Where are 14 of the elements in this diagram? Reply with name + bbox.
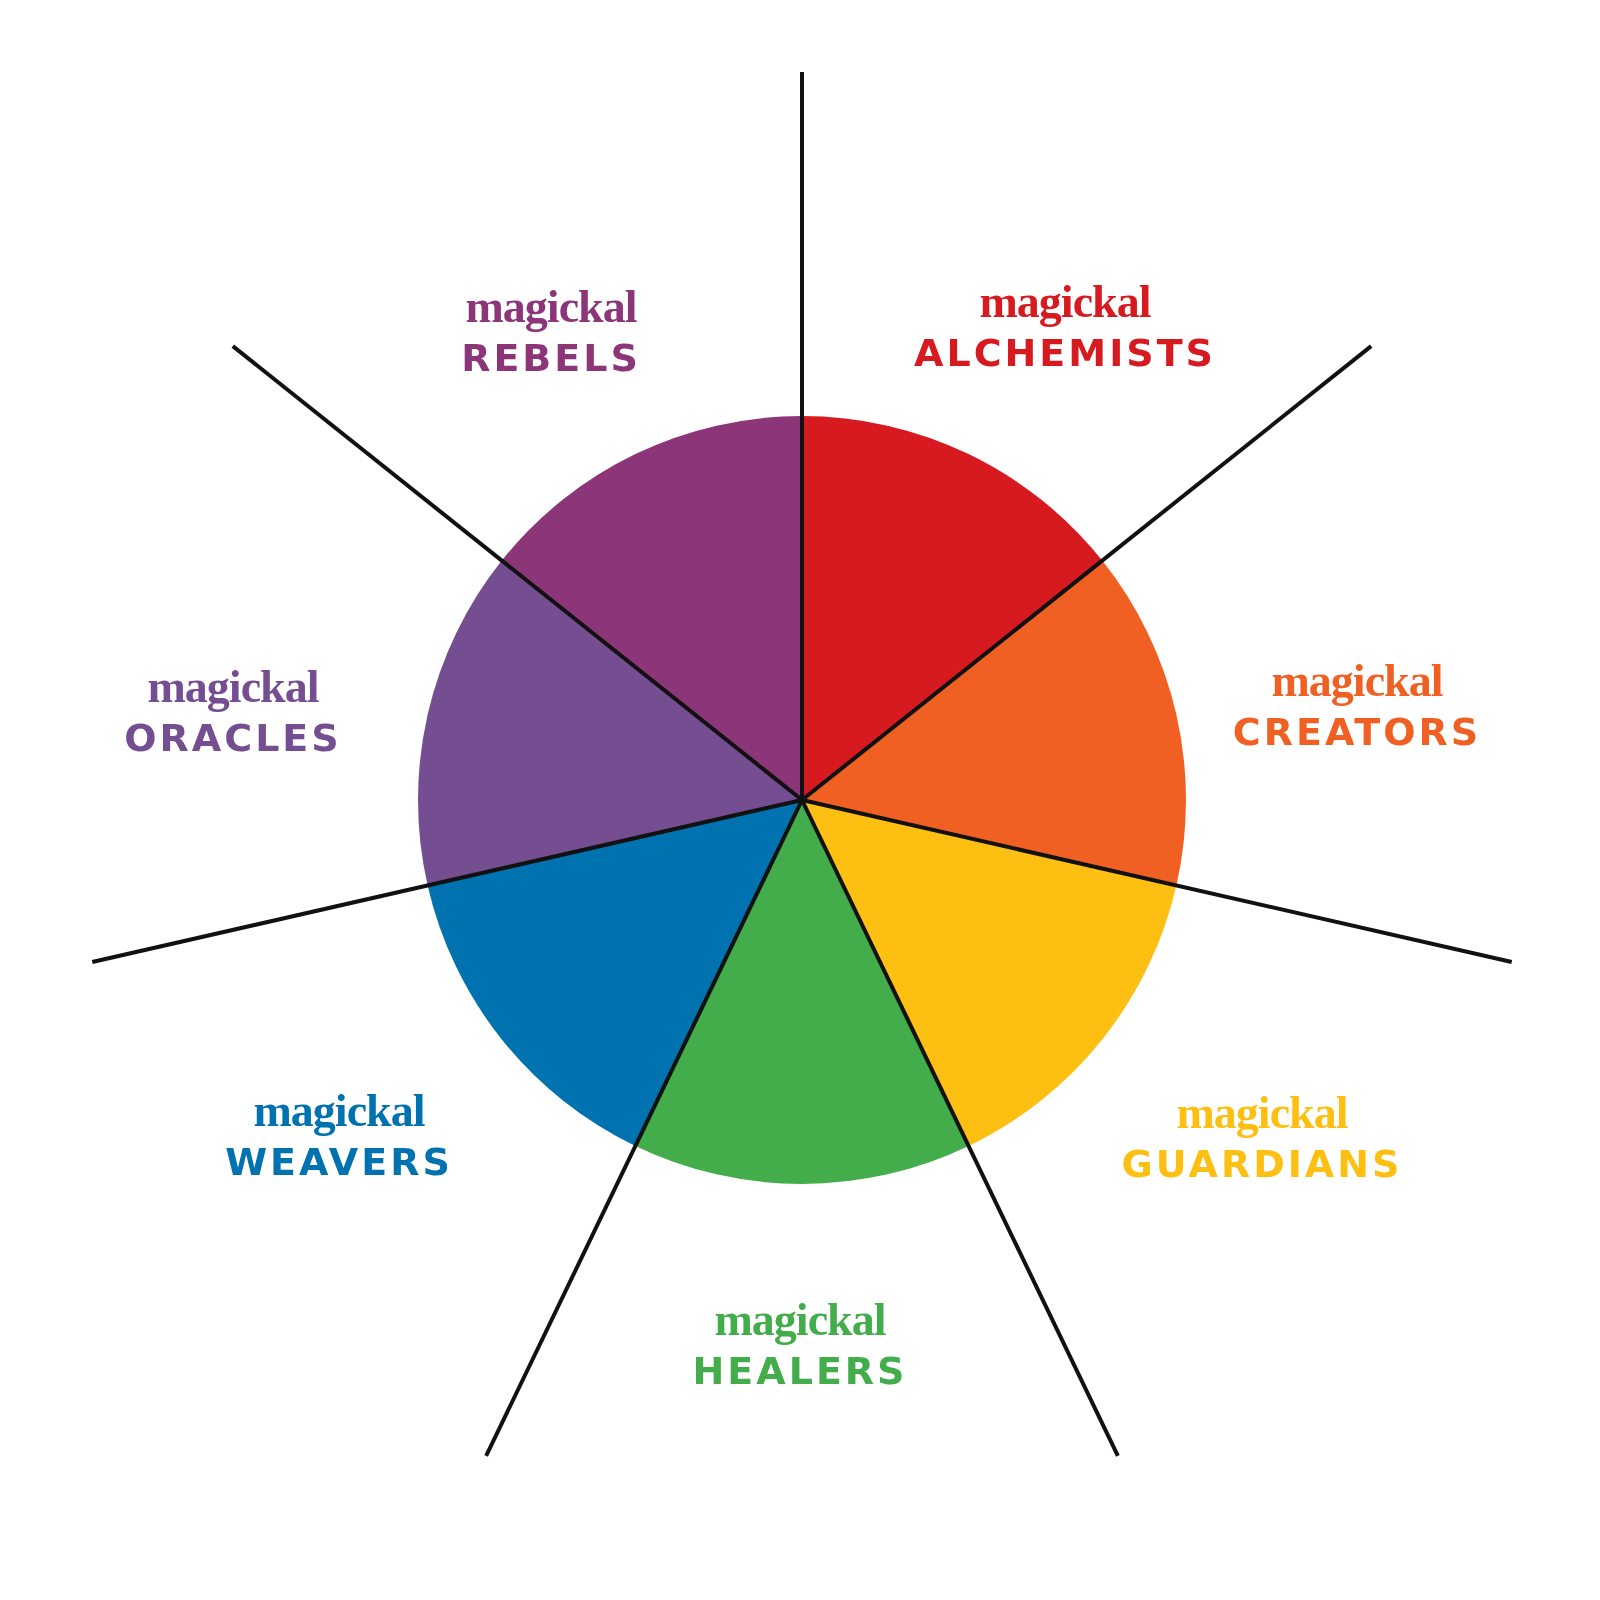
subtitle-text: magickal: [1271, 655, 1443, 707]
subtitle-text: magickal: [465, 281, 637, 333]
subtitle-text: magickal: [1176, 1087, 1348, 1139]
category-title: CREATORS: [1232, 709, 1482, 756]
subtitle-text: magickal: [147, 661, 319, 713]
subtitle-text: magickal: [253, 1085, 425, 1137]
subtitle-text: magickal: [714, 1294, 886, 1346]
category-title: ALCHEMISTS: [914, 330, 1216, 377]
category-title: REBELS: [461, 335, 641, 382]
category-title: ORACLES: [124, 715, 342, 762]
category-title: GUARDIANS: [1121, 1141, 1403, 1188]
category-title: HEALERS: [692, 1348, 908, 1395]
subtitle-text: magickal: [979, 276, 1151, 328]
category-title: WEAVERS: [225, 1139, 453, 1186]
